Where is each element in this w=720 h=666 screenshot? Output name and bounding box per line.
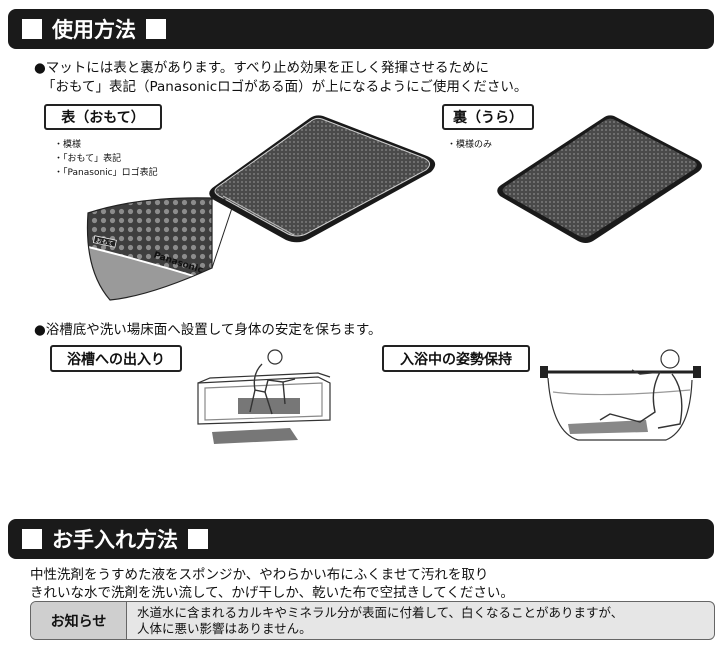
section-header-care: お手入れ方法 (8, 519, 714, 559)
header-square-icon (188, 529, 208, 549)
bathtub-entering-illustration (197, 349, 331, 444)
notice-text-line-2: 人体に悪い影響はありません。 (137, 621, 312, 636)
zoom-detail (86, 197, 213, 301)
front-mat-illustration (209, 115, 436, 243)
notice-box: お知らせ 水道水に含まれるカルキやミネラル分が表面に付着して、白くなることがあり… (30, 601, 715, 640)
mat-tag-text: おもて (95, 237, 114, 248)
usage-text-line-1: ●マットには表と裏があります。すべり止め効果を正しく発揮させるために (34, 60, 489, 76)
front-note-logo: ・「Panasonic」ロゴ表記 (54, 168, 158, 178)
front-notes: ・模様 ・「おもて」表記 ・「Panasonic」ロゴ表記 (54, 138, 158, 180)
front-side-label: 表（おもて） (44, 104, 162, 130)
care-text-line-1: 中性洗剤をうすめた液をスポンジか、やわらかい布にふくませて汚れを取り (30, 567, 489, 583)
header-square-icon (146, 19, 166, 39)
back-note-pattern: ・模様のみ (447, 140, 493, 150)
use-case-label-posture: 入浴中の姿勢保持 (382, 345, 530, 372)
header-square-icon (22, 529, 42, 549)
usage-text-line-2: 「おもて」表記（Panasonicロゴがある面）が上になるようにご使用ください。 (42, 79, 528, 95)
back-notes: ・模様のみ (447, 138, 492, 152)
bathtub-posture-illustration (540, 349, 701, 441)
care-text-line-2: きれいな水で洗剤を洗い流して、かげ干しか、乾いた布で空拭きしてください。 (30, 585, 514, 601)
back-side-label: 裏（うら） (442, 104, 534, 130)
back-mat-illustration (497, 115, 702, 243)
front-note-omote: ・「おもて」表記 (54, 154, 122, 164)
notice-label: お知らせ (31, 602, 127, 639)
zoom-line (211, 207, 233, 269)
use-case-label-entering: 浴槽への出入り (50, 345, 182, 372)
front-note-pattern: ・模様 (54, 140, 82, 150)
notice-text: 水道水に含まれるカルキやミネラル分が表面に付着して、白くなることがありますが、 … (127, 602, 714, 639)
section-title-usage: 使用方法 (52, 18, 136, 42)
section-title-care: お手入れ方法 (52, 528, 178, 552)
section-header-usage: 使用方法 (8, 9, 714, 49)
header-square-icon (22, 19, 42, 39)
usage-text-line-3: ●浴槽底や洗い場床面へ設置して身体の安定を保ちます。 (34, 322, 382, 338)
notice-text-line-1: 水道水に含まれるカルキやミネラル分が表面に付着して、白くなることがありますが、 (137, 605, 624, 620)
